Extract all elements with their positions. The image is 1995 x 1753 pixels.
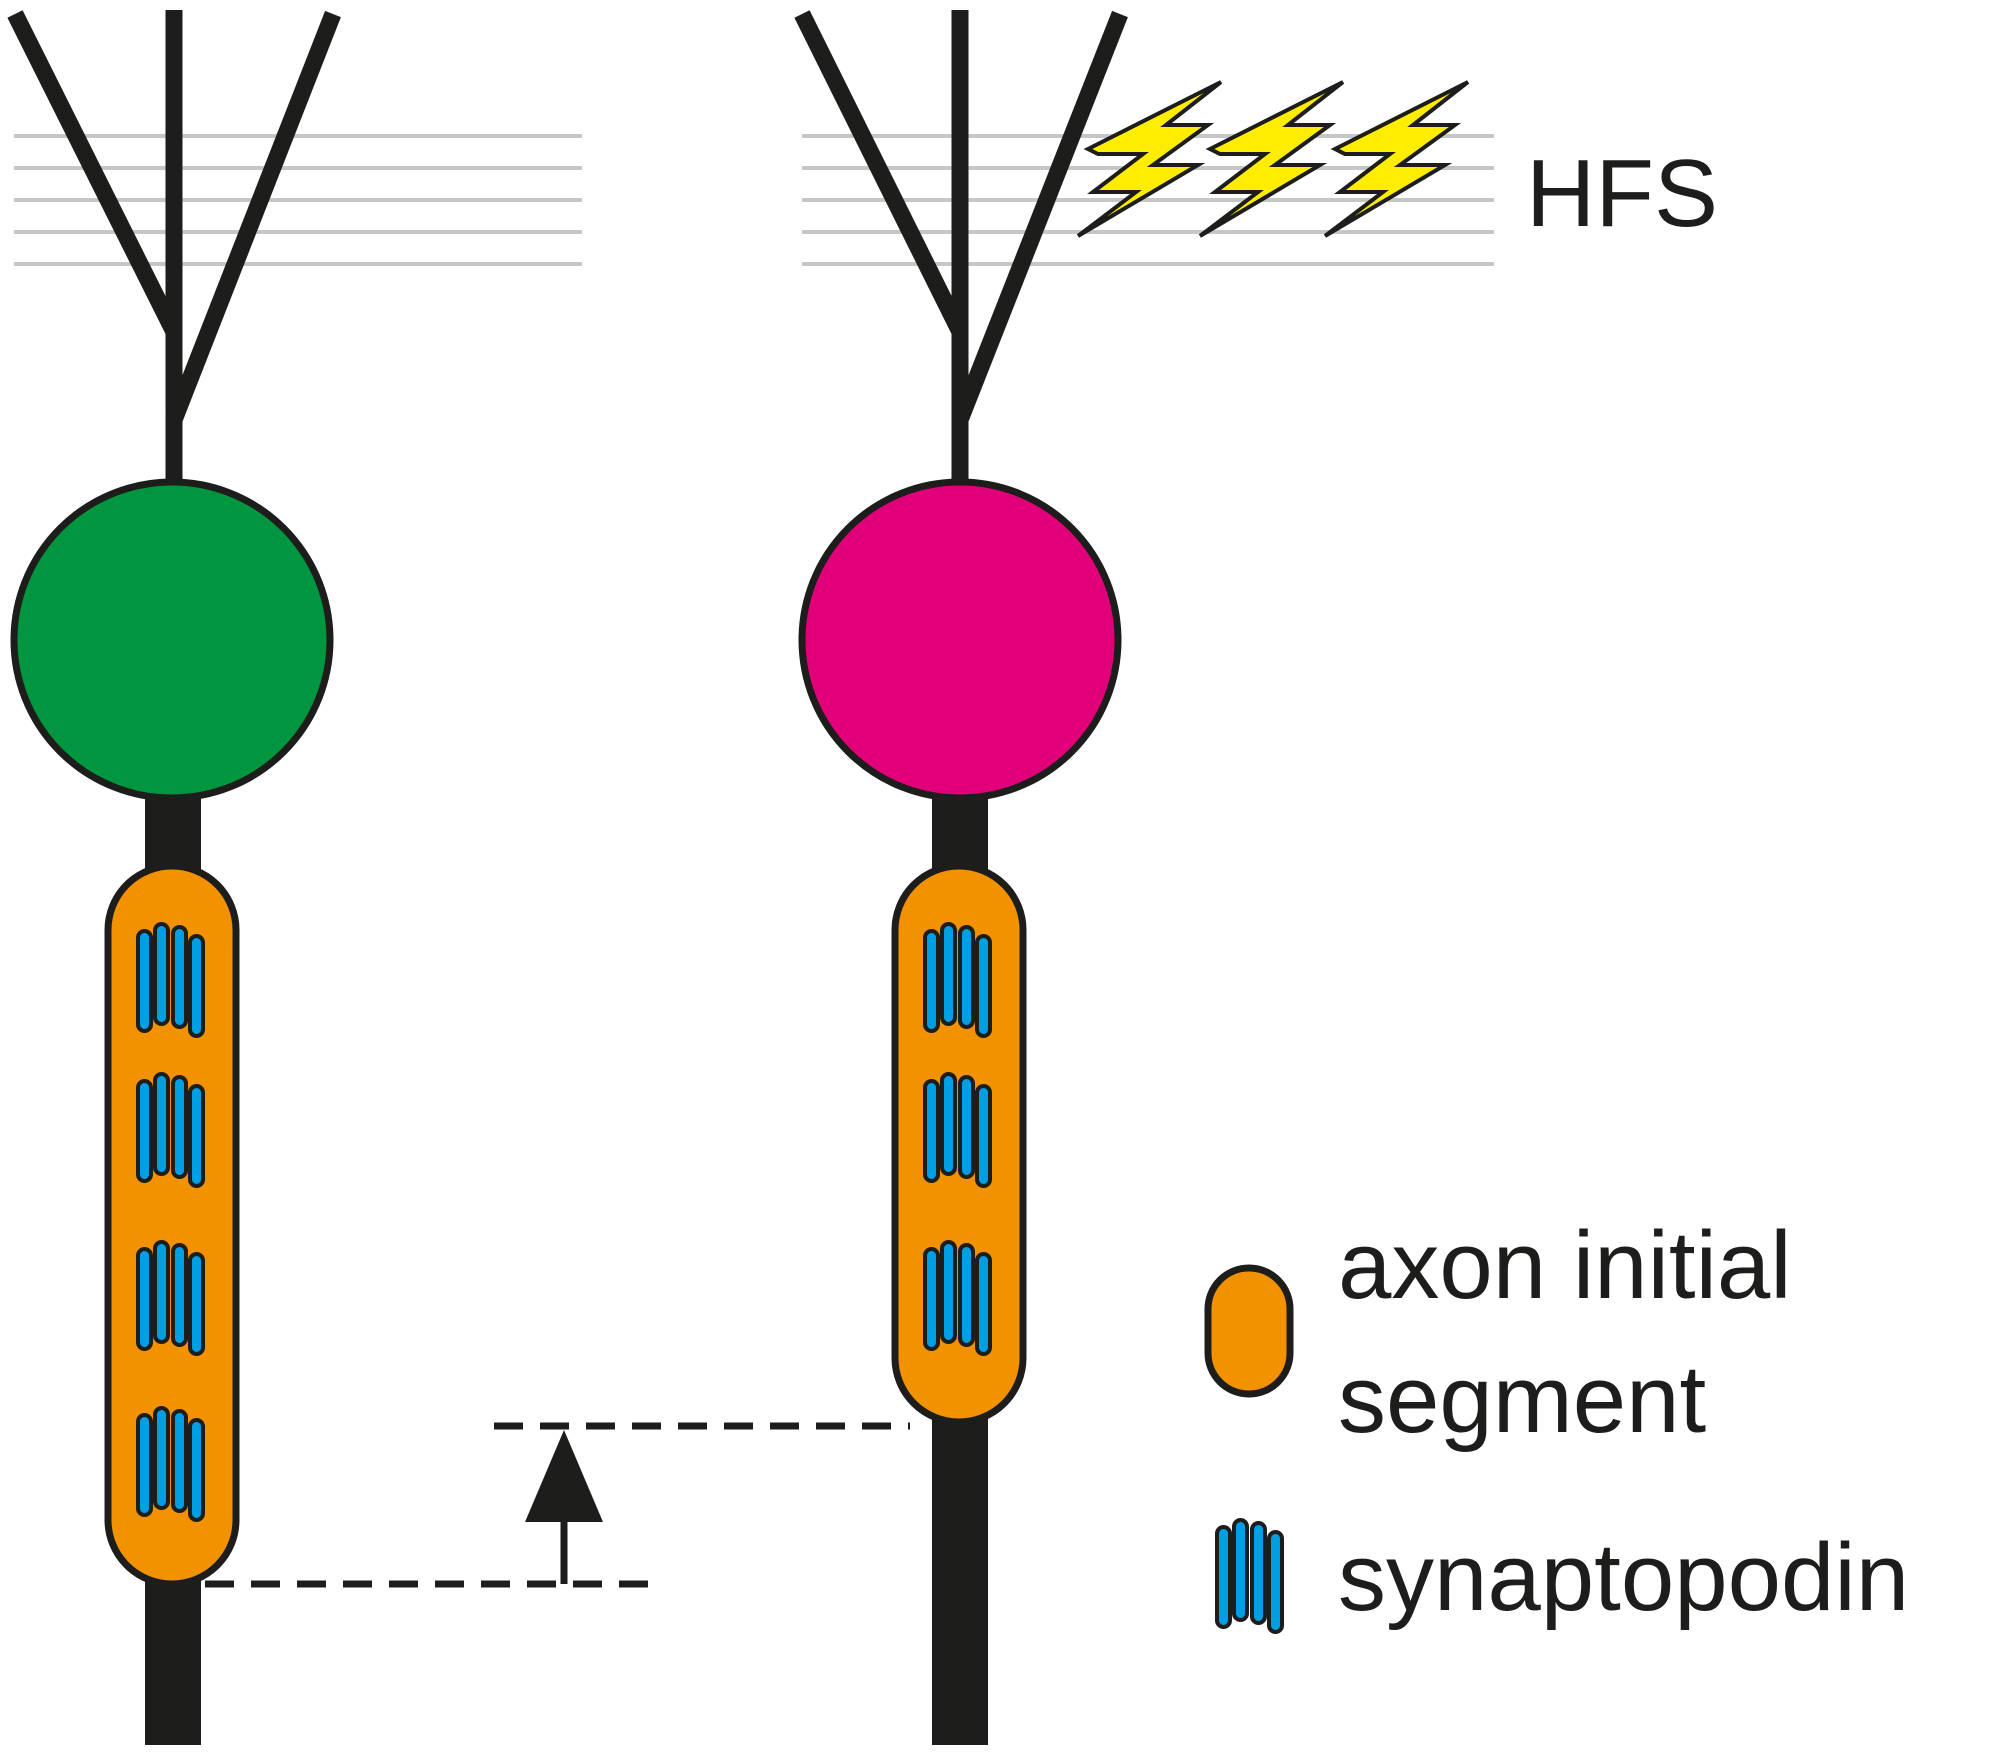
arrow-up-icon-head bbox=[525, 1430, 603, 1522]
lightning-bolt-icon bbox=[1323, 80, 1470, 238]
legend-ais-label-line1: axon initial bbox=[1338, 1212, 1792, 1319]
legend-ais-swatch bbox=[1204, 1264, 1294, 1398]
dendrites-right bbox=[794, 10, 1128, 490]
legend-synaptopodin-label: synaptopodin bbox=[1338, 1524, 1909, 1631]
lightning-bolt-icon bbox=[1076, 80, 1223, 238]
stimulus-label: HFS bbox=[1526, 140, 1718, 247]
ais-shift-indicator bbox=[205, 1422, 910, 1588]
neuron-stimulated: HFS bbox=[794, 10, 1718, 1745]
dendrites-left bbox=[7, 10, 341, 490]
soma-stimulated bbox=[798, 478, 1122, 802]
axon-initial-segment-control bbox=[104, 862, 240, 1588]
lightning-bolt-icon bbox=[1198, 80, 1345, 238]
legend-ais-label-line2: segment bbox=[1338, 1346, 1706, 1453]
soma-control bbox=[10, 478, 334, 802]
legend-synaptopodin-swatch bbox=[1215, 1518, 1284, 1634]
lightning-bolt-icon-group bbox=[1076, 80, 1470, 238]
neuron-control bbox=[7, 10, 582, 1745]
legend: axon initial segment synaptopodin bbox=[1204, 1212, 1909, 1634]
